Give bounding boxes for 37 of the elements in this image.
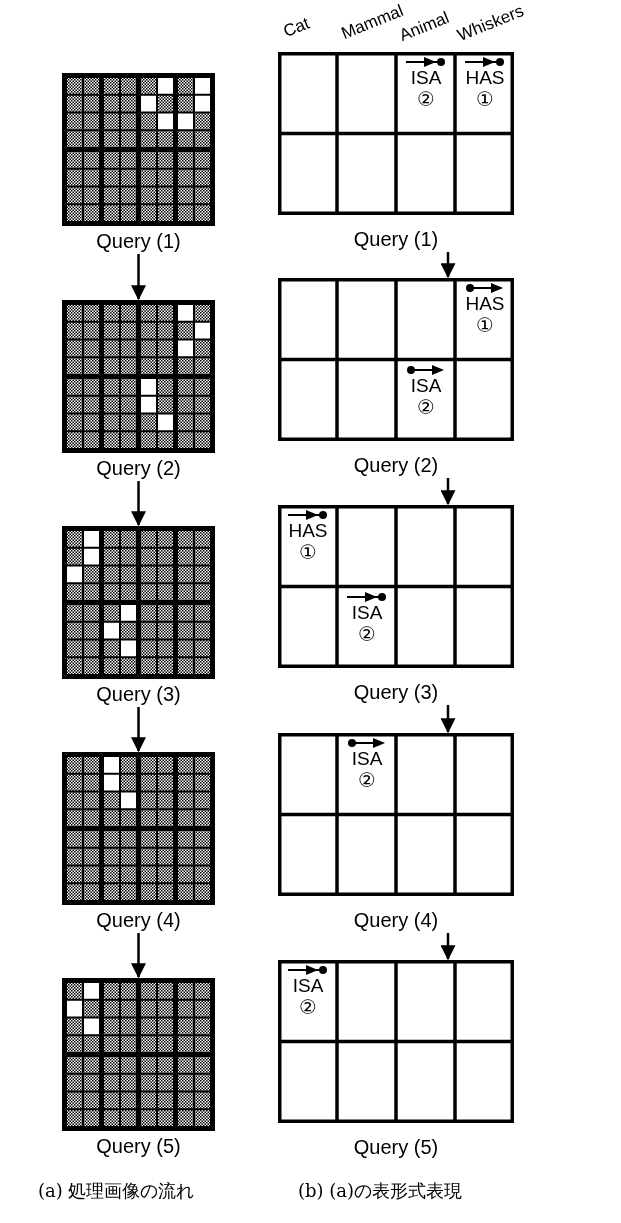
query-label: Query (3)	[95, 682, 182, 706]
figure-caption: (a) 処理画像の流れ	[38, 1180, 195, 1202]
query-label: Query (1)	[352, 227, 440, 251]
order-number: ②	[358, 622, 376, 645]
query-label: Query (5)	[95, 1134, 182, 1158]
relation-label: ISA	[410, 375, 442, 396]
query-label: Query (2)	[95, 456, 182, 480]
order-number: ①	[476, 88, 494, 110]
column-header: Cat	[280, 13, 313, 42]
arrow	[131, 481, 146, 527]
query-label: Query (1)	[95, 229, 182, 253]
order-number: ①	[476, 314, 494, 336]
query-label: Query (5)	[352, 1135, 440, 1159]
relation-label: ISA	[292, 976, 324, 996]
relation-label: ISA	[410, 68, 442, 88]
relation-label: HAS	[288, 521, 328, 541]
arrow	[131, 707, 146, 753]
query-label: Query (4)	[95, 908, 182, 932]
order-number: ②	[417, 88, 435, 110]
figure-caption: (b) (a)の表形式表現	[298, 1180, 463, 1202]
arrow	[440, 705, 456, 734]
arrow	[440, 933, 456, 961]
query-label: Query (4)	[352, 908, 440, 932]
arrow	[440, 252, 456, 279]
order-number: ①	[299, 541, 317, 563]
arrow	[440, 478, 456, 506]
relation-label: HAS	[465, 68, 505, 88]
query-label: Query (3)	[352, 680, 440, 704]
query-label: Query (2)	[352, 453, 440, 477]
relation-label: ISA	[351, 602, 383, 623]
relation-label: ISA	[351, 749, 383, 769]
arrow	[131, 254, 146, 301]
order-number: ②	[358, 769, 376, 791]
arrow	[131, 933, 146, 979]
order-number: ②	[417, 395, 435, 418]
order-number: ②	[299, 996, 317, 1018]
relation-label: HAS	[465, 294, 505, 314]
